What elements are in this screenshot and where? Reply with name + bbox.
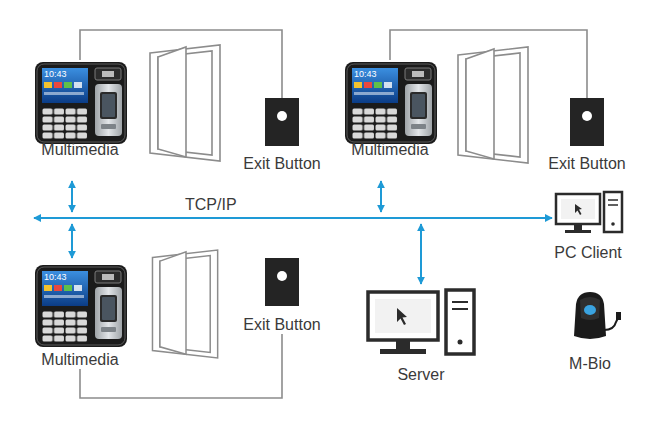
exit-button: Exit Button	[240, 98, 323, 173]
door	[152, 250, 217, 358]
screen-clock: 10:43	[354, 69, 377, 79]
bus-label: TCP/IP	[185, 196, 237, 214]
network-bus	[34, 181, 552, 284]
link-arrow	[71, 224, 73, 258]
wire-connector	[390, 30, 587, 98]
node-label: Exit Button	[545, 155, 628, 173]
exit-button-picture	[265, 98, 299, 146]
wire-connector	[80, 30, 282, 98]
node-label: Multimedia	[340, 141, 440, 159]
node-label: Multimedia	[30, 351, 130, 369]
doors	[150, 45, 528, 358]
pc-client-picture	[556, 192, 622, 233]
exit-button: Exit Button	[240, 256, 323, 334]
node-label: Multimedia	[30, 141, 130, 159]
server: Server	[365, 286, 477, 384]
link-arrow	[71, 181, 73, 212]
server-picture	[368, 290, 474, 354]
exit-button-picture	[570, 98, 604, 146]
tcp-ip-line	[34, 217, 552, 219]
m-bio-scanner-picture	[574, 292, 621, 339]
door	[458, 47, 528, 163]
exit-button-picture	[265, 258, 299, 306]
node-label: Server	[365, 366, 477, 384]
multimedia-terminal	[35, 62, 127, 144]
exit-button: Exit Button	[545, 98, 628, 173]
screen-clock: 10:43	[44, 69, 67, 79]
pc-client: PC Client	[551, 188, 625, 262]
exit-buttons	[265, 98, 604, 306]
multimedia-terminal	[345, 62, 437, 144]
node-label: Exit Button	[240, 316, 323, 334]
m-bio-scanner: M-Bio	[566, 288, 614, 373]
node-label: M-Bio	[566, 355, 614, 373]
node-label: Exit Button	[240, 155, 323, 173]
device-pictures	[35, 62, 437, 347]
link-arrow	[380, 181, 382, 212]
screen-clock: 10:43	[44, 272, 67, 282]
multimedia-terminal	[35, 265, 127, 347]
node-label: PC Client	[551, 244, 625, 262]
link-arrow	[420, 224, 422, 284]
door	[150, 45, 220, 161]
